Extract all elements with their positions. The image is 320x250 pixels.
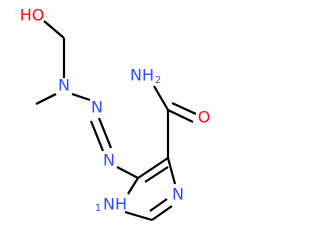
bond-n-methyl	[35, 93, 57, 105]
bond-n3-c2-inner	[149, 198, 168, 212]
atom-amide-n-subscript: 2	[155, 75, 161, 86]
bond-n-n-double-b	[89, 120, 105, 152]
bond-o-ch2	[43, 20, 65, 39]
bond-c5-c4	[137, 157, 169, 179]
bond-c4-n3	[166, 157, 177, 185]
atom-ring-nh-prefix: 1	[95, 203, 101, 214]
bond-n3-c2	[151, 205, 173, 221]
atom-n-methyl: N	[58, 76, 70, 95]
atom-amide-n: NH	[130, 66, 154, 85]
molecule-structure-diagram: HO N N N NH 2 O N 1 NH	[19, 5, 211, 222]
bond-camide-nh2	[153, 85, 169, 111]
bond-n-n-single	[71, 92, 91, 102]
bond-camide-o	[167, 109, 194, 123]
atom-ring-n: N	[172, 185, 184, 204]
bond-c5-c4-inner	[144, 166, 169, 183]
atom-hydroxyl: HO	[20, 6, 45, 25]
atom-n-azo-mid: N	[91, 98, 103, 117]
bond-n-n-double-a	[97, 117, 113, 149]
atom-labels: HO N N N NH 2 O N 1 NH	[20, 6, 211, 215]
atom-ring-nh: NH	[103, 195, 127, 214]
atom-n-azo-end: N	[103, 151, 115, 170]
atom-amide-o: O	[198, 108, 211, 127]
bond-n1-c5	[127, 177, 139, 195]
bond-n-c5	[116, 166, 139, 179]
bonds	[35, 20, 197, 222]
bond-camide-o-inner	[171, 102, 197, 115]
bond-c2-n1	[124, 210, 153, 222]
molecule-svg: HO N N N NH 2 O N 1 NH	[20, 6, 211, 222]
